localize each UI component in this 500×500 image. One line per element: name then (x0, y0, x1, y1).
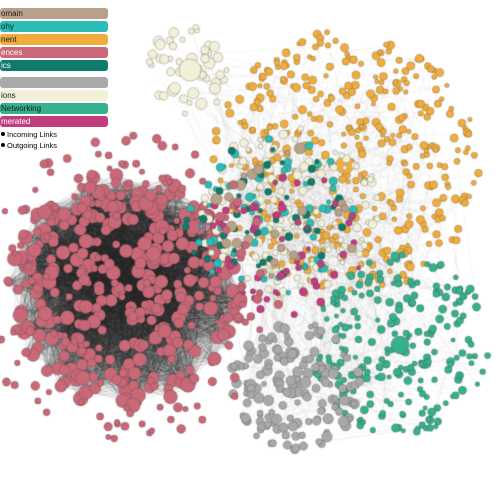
legend-swatch (0, 34, 108, 45)
legend-swatch (0, 103, 108, 114)
legend-swatch (0, 77, 108, 88)
bullet-icon (1, 132, 5, 136)
legend-swatch (0, 47, 108, 58)
legend-label: ohy (1, 22, 14, 31)
legend-item: nent (0, 34, 112, 45)
legend-item: ences (0, 47, 112, 58)
legend-swatch (0, 116, 108, 127)
legend-label: ions (1, 91, 16, 100)
legend-label: ics (1, 61, 11, 70)
legend-item: merated (0, 116, 112, 127)
legend-label: nent (1, 35, 17, 44)
legend-label (0, 77, 1, 88)
legend-link-item: Outgoing Links (0, 140, 112, 150)
legend-item (0, 77, 112, 88)
legend-label: omain (1, 9, 23, 18)
legend-swatch (0, 90, 108, 101)
legend-item: omain (0, 8, 112, 19)
legend-item: ohy (0, 21, 112, 32)
legend-link-label: Incoming Links (7, 130, 58, 139)
legend-swatch (0, 60, 108, 71)
bullet-icon (1, 143, 5, 147)
legend-label: Networking (1, 104, 42, 113)
legend-swatch (0, 21, 108, 32)
legend-label: merated (1, 117, 31, 126)
legend-label: ences (1, 48, 23, 57)
legend-swatch (0, 8, 108, 19)
legend-item: Networking (0, 103, 112, 114)
legend-link-item: Incoming Links (0, 129, 112, 139)
legend-link-label: Outgoing Links (7, 141, 58, 150)
legend-item: ions (0, 90, 112, 101)
legend-item: ics (0, 60, 112, 71)
